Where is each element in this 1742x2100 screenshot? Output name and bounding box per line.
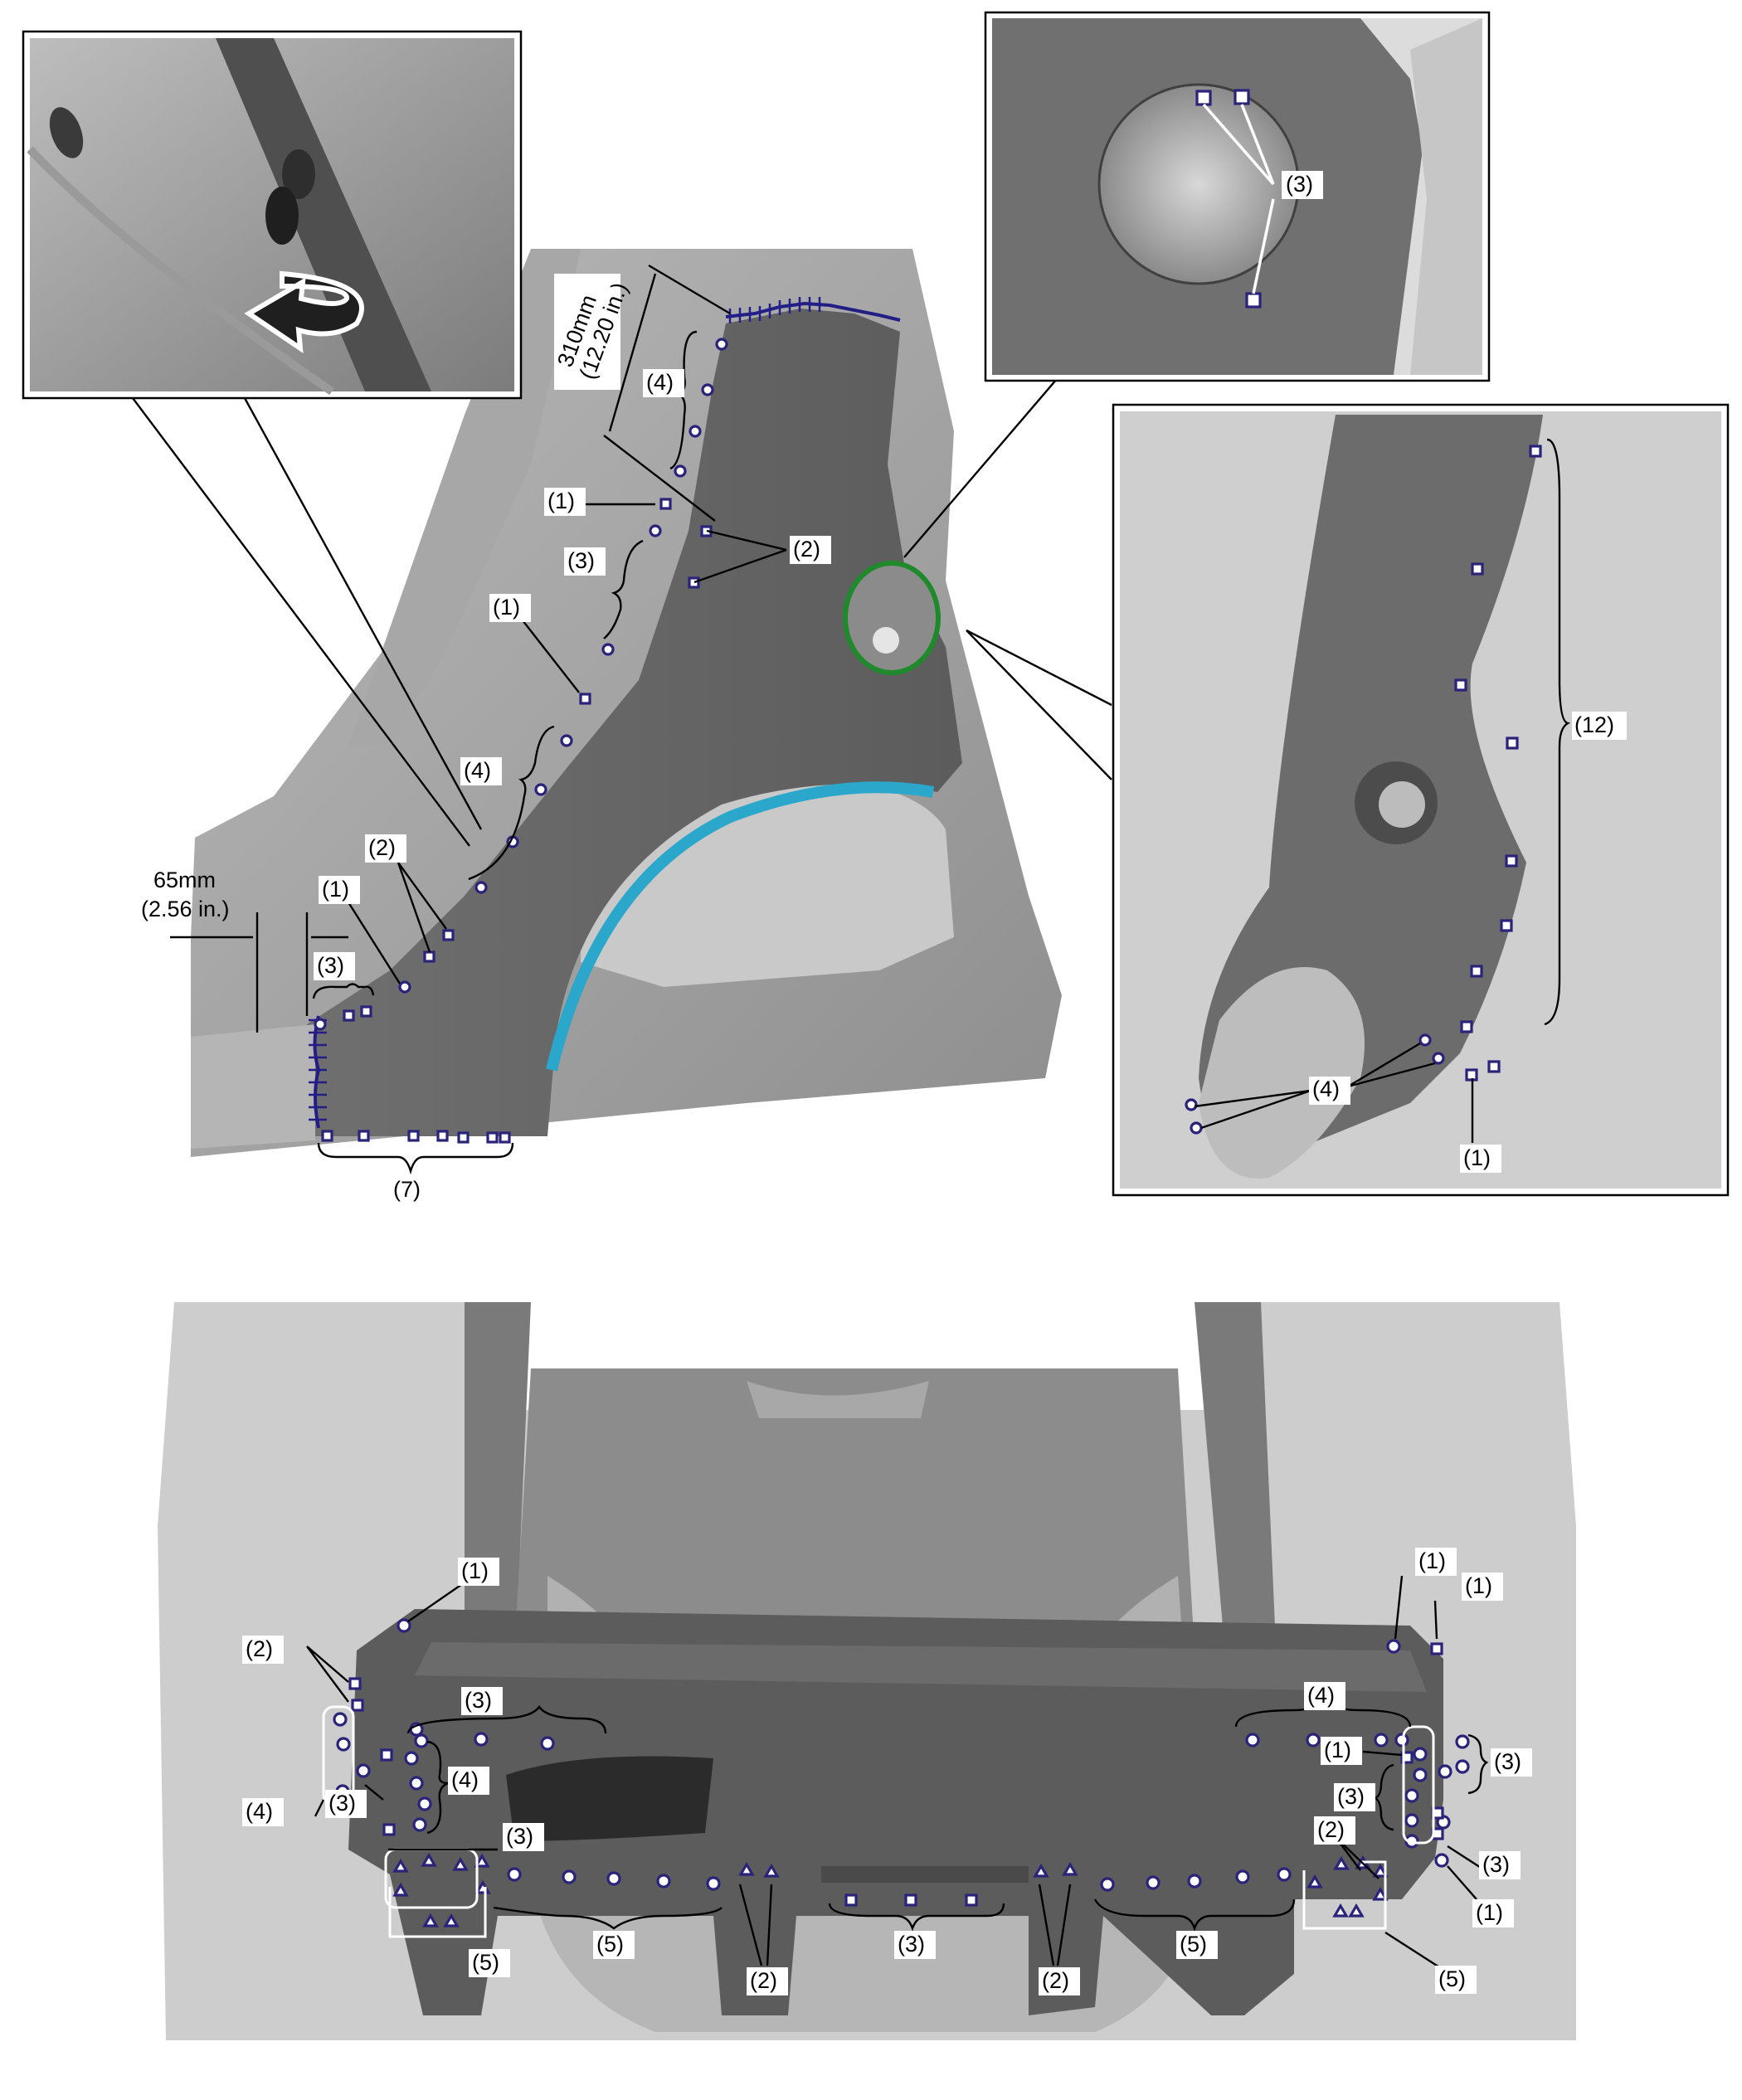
dim-65-in: (2.56 in.) [141,897,230,921]
fuel-welds [1195,89,1262,309]
label-7: (7) [393,1177,421,1202]
label-3b: (3) [317,953,344,978]
rear-view-label-5-left: (5) [472,1950,499,1975]
rear-view-label-2-left: (2) [246,1636,273,1661]
fuel-filler-hole [873,627,899,654]
rear-leaders [1194,1042,1474,1143]
rear-view-label-1-left: (1) [461,1558,489,1583]
callout-line-inset-left [132,397,483,847]
leader-2a [693,529,787,584]
rear-crossmember [348,1609,1443,2015]
dim-310-box [554,274,620,390]
rear-view-label-1-right-d: (1) [1476,1900,1503,1925]
label-1a: (1) [547,489,575,513]
rear-view-label-2-center-right: (2) [1042,1968,1069,1993]
label-1c: (1) [322,877,349,902]
fuel-door-highlight [843,561,941,675]
pillar-left [348,249,581,746]
rear-view-label-4-right: (4) [1307,1683,1335,1708]
crossmember-opening [506,1756,713,1841]
weld-circles [314,338,728,1031]
rear-view-label-3-right-inner: (3) [1337,1784,1365,1809]
cargo-panel [514,1368,1195,1650]
leader-2b [397,862,447,953]
rear-label-4: (4) [1312,1077,1340,1101]
rear-view-label-1-right-c: (1) [1324,1738,1351,1762]
rear-welds-squares [1454,445,1542,1082]
rocker [191,1024,315,1149]
leader-1c [343,895,401,984]
label-3a: (3) [567,548,595,573]
dim-310-line [603,264,731,522]
rear-view-label-3-left-box: (3) [506,1824,533,1849]
label-1b: (1) [493,595,520,620]
callout-line-rear-a [966,629,1112,780]
rear-view-label-4-left: (4) [451,1767,479,1792]
rear-view-label-2-right: (2) [1317,1817,1345,1842]
rear-view-label-5-center-left: (5) [596,1932,624,1957]
brace-4-low [468,725,555,881]
rear-view-label-1-right-a: (1) [1418,1548,1446,1573]
rear-labels: (1) (2) (3) (4) (4) (3) (3) (5) (5) (2) … [242,1548,1532,1995]
rear-view-label-2-center-left: (2) [750,1968,777,1993]
leader-1b [522,620,580,693]
dim-65: 65mm [153,868,216,892]
side-view: 310mm (12.20 in.) 65mm (2.56 in.) [132,249,1112,1204]
side-labels: (1) (2) (3) (4) (1) (4) (2) (1) (3) (7) [314,369,831,1204]
label-2a: (2) [793,537,820,561]
fuel-hole [1097,83,1300,285]
label-4b: (4) [464,758,491,783]
inset-fuel-door: (3) [984,11,1491,382]
fuel-leaders [1202,103,1275,294]
rear-view-label-1-right-b: (1) [1465,1573,1492,1598]
top-cut-ticks [728,297,821,323]
label-2b: (2) [368,835,396,860]
rear-view-label-3-left-mid: (3) [328,1791,356,1816]
brace-3-low [312,983,375,999]
label-4a: (4) [646,370,674,395]
fuel-label-3: (3) [1286,172,1313,197]
rear-welds-circles [1185,1033,1445,1135]
rear-label-1: (1) [1463,1145,1491,1170]
rear-brace-12 [1544,438,1571,1026]
brace-3-mid [603,539,644,639]
rear-view-label-3-center: (3) [898,1932,925,1957]
callout-line-fuel [903,372,1063,558]
rear-view-label-4-left-outer: (4) [246,1799,273,1824]
rear-label-12: (12) [1574,712,1614,737]
rear-view-label-5-right: (5) [1438,1966,1466,1991]
rear-view-label-5-center-right: (5) [1180,1932,1207,1957]
fold-arrow-icon [244,270,364,354]
dim-65-line [170,912,348,1033]
rear-view-label-3-right-low: (3) [1482,1852,1510,1877]
wheel-arch-line [546,781,935,1072]
inset-rear-quarter: (12) (4) (1) [1112,403,1730,1197]
inset-seam [216,38,431,391]
weld-squares [321,498,713,1144]
rear-view-label-3-left-top: (3) [465,1688,492,1713]
inset-overlap [22,30,523,400]
quarter-panel [307,309,962,1136]
rear-view: (1) (2) (3) (4) (4) (3) (3) (5) (5) (2) … [158,1302,1576,2040]
brace-7 [317,1142,514,1175]
rear-view-label-3-right-outer: (3) [1494,1749,1521,1774]
